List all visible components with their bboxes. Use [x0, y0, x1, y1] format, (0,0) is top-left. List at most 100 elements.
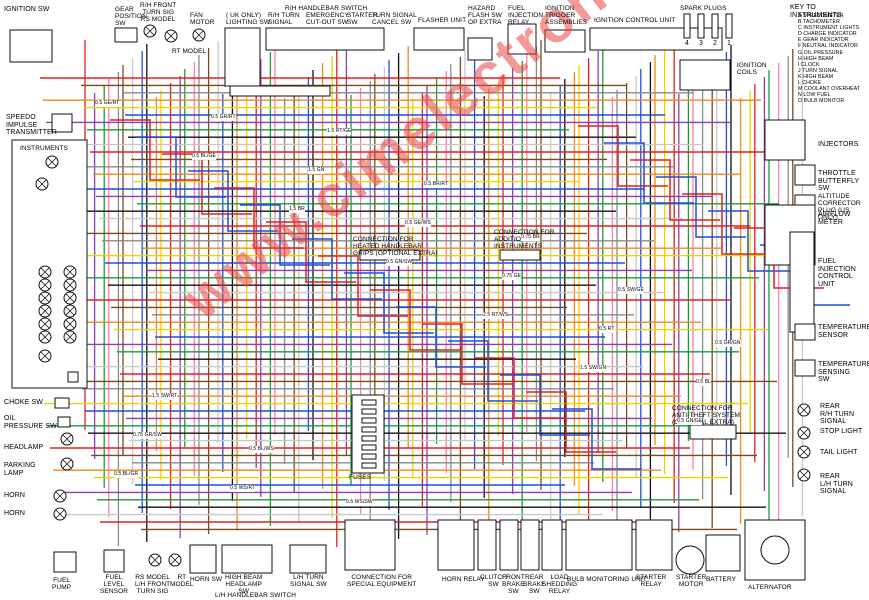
horn-1-symbol-cross: [55, 491, 65, 501]
clock-indicator-cross: [40, 351, 50, 361]
label-starter-sw: STARTER SW: [347, 12, 378, 26]
spark-plug-number: 1: [727, 40, 731, 47]
key-item: M COOLANT OVERHEAT: [798, 86, 861, 93]
wire-code-label: 0.5 GE/RT: [95, 100, 120, 107]
wire-red: [110, 119, 200, 181]
label-ignition-control-unit: IGNITION CONTROL UNIT: [594, 17, 676, 24]
temperature-switch-box: [794, 359, 816, 377]
label-front-brake-sw: FRONT BRAKE SW: [502, 574, 525, 595]
wire-code-label: 0.75 GE: [502, 273, 522, 280]
key-item: I CLOCK: [798, 61, 820, 68]
label-fuses: FUSES: [349, 474, 372, 481]
components-group: [9, 13, 816, 581]
label-fuel-level-sensor: FUEL LEVEL SENSOR: [100, 574, 129, 595]
indicator-lamp-right-cross: [65, 267, 75, 277]
label-gear-position-sw: GEAR POSITION SW: [115, 6, 147, 27]
fuse: [361, 444, 377, 451]
gear-position-switch: [114, 27, 138, 43]
label-special-equipment: CONNECTION FOR SPECIAL EQUIPMENT: [347, 574, 417, 588]
wire-code-label: 1.5 RT/GE: [327, 128, 352, 135]
starter-motor-circle: [675, 545, 705, 575]
label-turn-signal-cancel: TURN SIGNAL CANCEL SW: [372, 12, 417, 26]
parking-lamp-symbol-cross: [62, 459, 72, 469]
clutch-switch-box: [477, 519, 497, 571]
wire-code-label: 0.5 BR/RT: [424, 181, 449, 188]
horn-switch-box: [189, 544, 217, 574]
indicator-lamp-right-cross: [65, 332, 75, 342]
battery-box: [705, 534, 741, 572]
horn-relay-box: [437, 519, 475, 571]
lh-turn-switch-box: [289, 544, 327, 574]
wire-code-label: 0.5 RT: [599, 326, 615, 333]
oil-pressure-box: [57, 416, 71, 428]
flasher-unit-box: [413, 27, 465, 51]
wire-code-label: 0.5 GR/RT: [211, 114, 236, 121]
wire-code-label: 0.75 BR: [521, 234, 540, 241]
label-headlamp: HEADLAMP: [4, 444, 44, 451]
starter-relay-box: [635, 519, 673, 571]
anti-theft-connector: [689, 424, 737, 440]
wire-code-label: 2.5 RT/WS: [483, 312, 509, 319]
label-starter-relay: STARTER RELAY: [636, 574, 667, 588]
label-instruments: INSTRUMENTS: [20, 145, 69, 152]
wire-code-label: 0.5 GN/SW: [386, 259, 413, 266]
wire-code-label: 1.5 GN: [308, 167, 325, 174]
label-lh-handlebar-switch: L/H HANDLEBAR SWITCH: [215, 592, 297, 599]
fuse: [361, 426, 377, 433]
label-alternator: ALTERNATOR: [748, 584, 792, 591]
key-item: C INSTRUMENT LIGHTS: [798, 25, 860, 32]
key-item: B TACHOMETER: [798, 19, 840, 26]
label-rh-front-turn-sig: R/H FRONT TURN SIG RS MODEL: [140, 2, 177, 23]
label-altitude-corrector: ALTITUDE CORRECTOR PLUG (US ONLY): [818, 193, 861, 221]
fuse: [361, 408, 377, 415]
label-heated-handlebar: CONNECTION FOR HEATED HANDLEBAR GRIPS (O…: [353, 236, 438, 257]
label-throttle-butterfly: THROTTLE BUTTERFLY SW: [818, 170, 860, 192]
label-rear-rh-turn: REAR R/H TURN SIGNAL: [820, 403, 855, 425]
rh-front-turn-lamp-cross: [145, 26, 155, 36]
fuel-injection-control-box: [789, 231, 815, 333]
wire-code-label: 0.5 BL/GE: [192, 153, 216, 160]
throttle-switch-box: [794, 164, 816, 186]
wire-red: [318, 255, 408, 317]
key-item: O BULB MONITOR: [798, 98, 845, 105]
label-parking-lamp: PARKING LAMP: [4, 462, 36, 477]
rear-rh-turn-lamp-cross: [799, 405, 809, 415]
label-rear-brake-sw: REAR BRAKE SW: [523, 574, 546, 595]
ignition-switch-block: [9, 29, 53, 63]
label-rh-turn-signal: R/H TURN SIGNAL: [268, 12, 300, 26]
label-temperature-sensor: TEMPERATURE SENSOR: [818, 324, 869, 339]
key-item: D CHARGE INDICATOR: [798, 31, 857, 38]
label-temperature-sensing-sw: TEMPERATURE SENSING SW: [818, 361, 869, 383]
alternator-rotor: [760, 535, 790, 565]
label-ignition-sw: IGNITION SW: [4, 6, 50, 13]
label-injectors: INJECTORS: [818, 141, 859, 148]
special-equipment-box: [344, 519, 396, 571]
wire-code-label: 0.5 GR/GN: [715, 340, 741, 347]
wire-code-label: 1.5 SW/GN: [580, 365, 607, 372]
label-airflow-meter: AIRFLOW METER: [818, 211, 851, 226]
label-ignition-coils: IGNITION COILS: [737, 62, 767, 76]
fuse: [361, 399, 377, 406]
wire-red: [266, 221, 356, 283]
ignition-coils-box: [679, 59, 731, 91]
label-battery: BATTERY: [706, 576, 737, 583]
label-stop-light: STOP LIGHT: [820, 428, 863, 435]
wire-blue: [656, 176, 746, 238]
wire-blue: [396, 306, 486, 368]
wire-blue: [240, 204, 330, 266]
label-horn-2: HORN: [4, 510, 26, 517]
label-lh-front-turn-sig: RS MODEL L/H FRONT TURN SIG: [135, 574, 171, 595]
wire-red: [422, 323, 512, 385]
key-title: KEY TO INSTRUMENTS: [790, 4, 842, 19]
high-beam-switch-box: [221, 544, 273, 574]
label-oil-pressure-sw: OIL PRESSURE SW: [4, 415, 57, 430]
wire-code-label: 0.5 BL/GR: [114, 471, 139, 478]
key-item: E GEAR INDICATOR: [798, 37, 849, 44]
label-choke-sw: CHOKE SW: [4, 399, 43, 406]
fuse: [361, 417, 377, 424]
connector-strip-top: [229, 85, 331, 97]
wire-code-label: 0.5 BL: [696, 379, 712, 386]
wire-red: [682, 193, 772, 255]
label-spark-plugs: SPARK PLUGS: [680, 5, 727, 12]
label-starter-motor: STARTER MOTOR: [676, 574, 707, 588]
